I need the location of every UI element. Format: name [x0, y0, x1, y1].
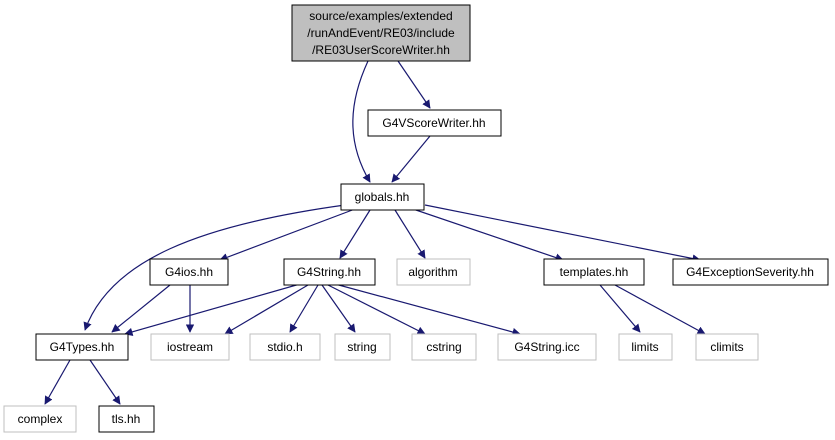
node-stdio[interactable]: stdio.h — [249, 333, 321, 361]
node-g4stringicc[interactable]: G4String.icc — [497, 333, 597, 361]
node-label: G4ios.hh — [165, 265, 213, 279]
edge-globals-g4ios — [219, 208, 356, 262]
node-label: string — [347, 340, 376, 354]
node-label: templates.hh — [560, 265, 629, 279]
node-label: globals.hh — [355, 190, 410, 204]
node-climits[interactable]: climits — [695, 333, 759, 361]
edge-g4string-iostream — [224, 284, 309, 335]
edge-templates-limits — [599, 284, 641, 333]
node-label: cstring — [426, 340, 461, 354]
edge-globals-g4string — [339, 209, 371, 259]
edge-g4vscorewriter-globals — [391, 135, 431, 183]
node-root[interactable]: source/examples/extended /runAndEvent/RE… — [291, 4, 471, 62]
edges — [44, 60, 706, 405]
edge-g4string-stdio — [289, 284, 319, 333]
edge-globals-algorithm — [394, 209, 426, 259]
node-g4vscorewriter[interactable]: G4VScoreWriter.hh — [367, 109, 502, 137]
node-label: G4VScoreWriter.hh — [382, 116, 485, 130]
node-label: climits — [710, 340, 743, 354]
edge-globals-g4exceptionseverity — [424, 204, 701, 263]
edge-g4string-cstring — [327, 284, 426, 335]
node-g4string[interactable]: G4String.hh — [283, 258, 376, 286]
node-string[interactable]: string — [334, 333, 391, 361]
node-label: stdio.h — [267, 340, 302, 354]
edge-globals-templates — [409, 207, 564, 262]
edge-g4string-g4stringicc — [334, 283, 521, 337]
root-line-1: source/examples/extended — [309, 9, 452, 23]
node-limits[interactable]: limits — [618, 333, 673, 361]
root-line-3: /RE03UserScoreWriter.hh — [312, 43, 450, 57]
node-g4exceptionseverity[interactable]: G4ExceptionSeverity.hh — [672, 258, 829, 286]
edge-g4string-string — [321, 284, 356, 333]
root-line-2: /runAndEvent/RE03/include — [307, 26, 455, 40]
node-globals[interactable]: globals.hh — [340, 183, 425, 211]
node-label: G4ExceptionSeverity.hh — [686, 265, 814, 279]
node-label: tls.hh — [112, 412, 141, 426]
node-algorithm[interactable]: algorithm — [396, 258, 471, 286]
edge-g4string-g4types — [124, 283, 301, 336]
node-templates[interactable]: templates.hh — [543, 258, 645, 286]
edge-root-g4vscorewriter — [397, 60, 431, 109]
node-g4types[interactable]: G4Types.hh — [35, 333, 129, 361]
node-label: G4String.hh — [297, 265, 361, 279]
node-iostream[interactable]: iostream — [150, 333, 230, 361]
edge-globals-g4types — [83, 204, 346, 331]
node-label: G4String.icc — [514, 340, 579, 354]
node-tls[interactable]: tls.hh — [98, 405, 155, 433]
edge-g4types-complex — [44, 359, 71, 405]
node-cstring[interactable]: cstring — [411, 333, 477, 361]
node-label: algorithm — [408, 265, 457, 279]
node-complex[interactable]: complex — [3, 405, 77, 433]
node-label: G4Types.hh — [50, 340, 115, 354]
node-label: complex — [18, 412, 63, 426]
edge-root-globals — [352, 60, 371, 183]
edge-templates-climits — [614, 284, 706, 335]
edge-g4ios-g4types — [111, 284, 171, 333]
node-g4ios[interactable]: G4ios.hh — [149, 258, 229, 286]
node-label: iostream — [167, 340, 213, 354]
edge-g4types-tls — [89, 359, 121, 405]
node-label: limits — [631, 340, 658, 354]
